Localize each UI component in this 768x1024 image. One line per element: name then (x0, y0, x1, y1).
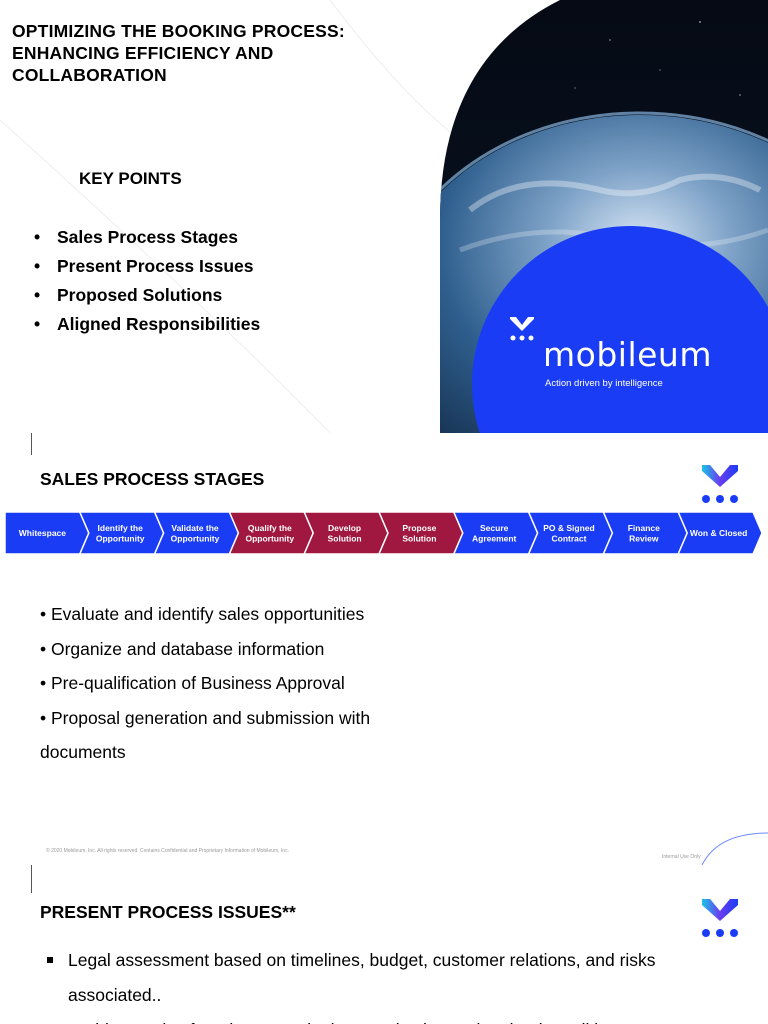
mobileum-logo-icon (702, 899, 738, 937)
sales-stages-slide: SALES PROCESS STAGES Whitespace Identify … (0, 433, 768, 865)
list-item: Legal assessment based on timelines, bud… (47, 943, 737, 1013)
decorative-arc (701, 832, 768, 865)
key-points-heading: KEY POINTS (79, 169, 182, 188)
list-item: Problems arise from incorrect deal type … (47, 1013, 737, 1024)
page-title: OPTIMIZING THE BOOKING PROCESS: ENHANCIN… (12, 21, 345, 85)
divider (31, 433, 32, 455)
stage-bullets: • Evaluate and identify sales opportunit… (40, 597, 430, 770)
process-issues-slide: PRESENT PROCESS ISSUES** Legal assessmen… (0, 865, 768, 1024)
stage-label: Whitespace (19, 528, 67, 538)
earth-image (0, 0, 768, 433)
list-item: Sales Process Stages (34, 226, 260, 255)
list-item: Proposed Solutions (34, 284, 260, 313)
brand-tagline: Action driven by intelligence (545, 378, 663, 389)
key-points-list: Sales Process Stages Present Process Iss… (34, 226, 260, 342)
brand-name: mobileum (543, 335, 712, 374)
list-item: Aligned Responsibilities (34, 313, 260, 342)
internal-use-label: Internal Use Only (662, 854, 701, 860)
slide-title: PRESENT PROCESS ISSUES** (40, 902, 296, 922)
mobileum-logo-icon (702, 465, 738, 503)
list-item: • Proposal generation and submission wit… (40, 707, 371, 763)
list-item: • Organize and database information (40, 638, 325, 659)
stage-chevron (677, 511, 763, 555)
list-item: • Pre-qualification of Business Approval (40, 673, 345, 693)
title-slide: OPTIMIZING THE BOOKING PROCESS: ENHANCIN… (0, 0, 768, 433)
copyright-footer: © 2020 Mobileum, Inc. All rights reserve… (46, 848, 289, 854)
list-item: • Evaluate and identify sales opportunit… (40, 604, 365, 624)
divider (31, 865, 32, 893)
mobileum-logo-icon (510, 317, 534, 341)
issues-list: Legal assessment based on timelines, bud… (47, 943, 737, 1024)
slide-title: SALES PROCESS STAGES (40, 469, 265, 489)
stage-label: Won & Closed (690, 528, 747, 538)
list-item: Present Process Issues (34, 255, 260, 284)
